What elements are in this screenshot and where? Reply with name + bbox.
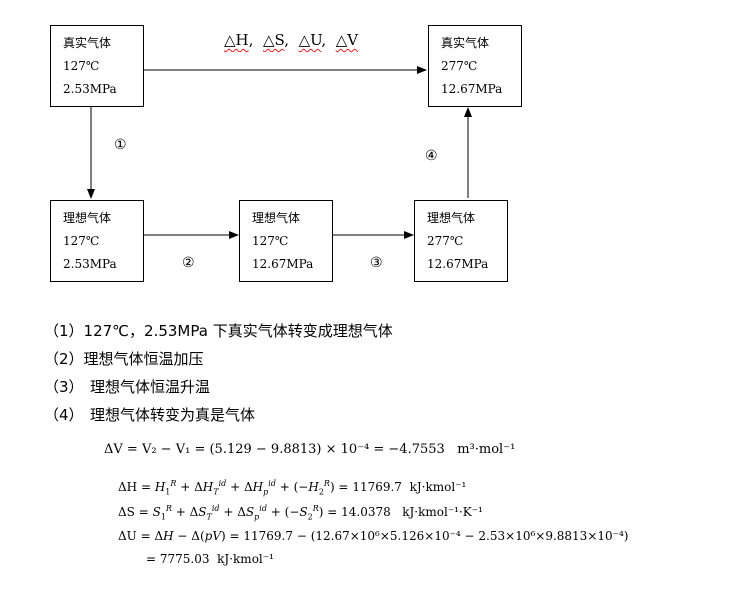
box-label: 真实气体 [441,36,490,50]
step-text: 理想气体恒温加压 [83,350,204,368]
eq-unit: kJ·kmol⁻¹ [409,480,467,494]
box-label: 理想气体 [63,211,112,225]
eq-result: 7775.03 [159,552,210,566]
box-temperature: 127℃ [63,59,100,73]
label-delta-v: △V [335,31,359,49]
step-text: 127℃，2.53MPa 下真实气体转变成理想气体 [83,322,393,340]
box-temperature: 127℃ [252,234,289,248]
eq-result: 14.0378 [341,505,391,519]
eq-h-value: 11769.7 [243,529,293,543]
equation-delta-s: ΔS = S1R + ΔSTid + ΔSpid + (−S2R) = 14.0… [118,504,483,522]
label-sep: , [284,31,290,49]
step-number: （4） [44,406,84,424]
step-marker-1: ① [114,137,127,153]
step-number: （3） [44,378,84,396]
step-marker-3: ③ [370,255,383,271]
box-pressure: 12.67MPa [441,82,503,96]
step-description-2: （2）理想气体恒温加压 [44,348,204,369]
eq-unit: m³·mol⁻¹ [457,442,516,457]
equation-delta-u-result: = 7775.03 kJ·kmol⁻¹ [146,552,274,566]
box-real-gas-end: 真实气体 277℃ 12.67MPa [428,25,522,107]
eq-expr: (12.67×10⁶×5.126×10⁻⁴ − 2.53×10⁶×9.8813×… [310,529,629,543]
box-temperature: 277℃ [427,234,464,248]
box-temperature: 127℃ [63,234,100,248]
eq-mid: V₂ − V₁ [141,442,191,457]
box-ideal-gas-2: 理想气体 127℃ 12.67MPa [239,200,333,282]
box-pressure: 12.67MPa [427,257,489,271]
box-ideal-gas-1: 理想气体 127℃ 2.53MPa [50,200,144,282]
box-temperature: 277℃ [441,59,478,73]
step-marker-4: ④ [425,148,438,164]
step-text: 理想气体转变为真是气体 [90,406,256,424]
box-pressure: 2.53MPa [63,82,117,96]
step-description-1: （1）127℃，2.53MPa 下真实气体转变成理想气体 [44,320,393,341]
eq-value: (5.129 − 9.8813) × 10⁻⁴ = −4.7553 [209,442,445,457]
step-marker-2: ② [182,255,195,271]
eq-unit: kJ·kmol⁻¹ [217,552,274,566]
label-delta-u: △U [298,31,322,49]
step-description-4: （4） 理想气体转变为真是气体 [44,404,255,425]
equation-delta-u: ΔU = ΔH − Δ(pV) = 11769.7 − (12.67×10⁶×5… [118,529,629,543]
label-delta-s: △S [262,31,285,49]
box-ideal-gas-3: 理想气体 277℃ 12.67MPa [414,200,508,282]
equation-delta-v: ΔV = V₂ − V₁ = (5.129 − 9.8813) × 10⁻⁴ =… [104,442,516,457]
label-sep: , [248,31,254,49]
step-number: （2） [44,350,84,368]
box-pressure: 12.67MPa [252,257,314,271]
box-real-gas-start: 真实气体 127℃ 2.53MPa [50,25,144,107]
box-label: 真实气体 [63,36,112,50]
equation-delta-h: ΔH = H1R + ΔHTid + ΔHpid + (−H2R) = 1176… [118,479,467,497]
eq-result: 11769.7 [352,480,402,494]
top-arrow-label: △H, △S, △U, △V [224,31,358,49]
box-label: 理想气体 [427,211,476,225]
eq-lhs: ΔV [104,442,123,457]
step-text: 理想气体恒温升温 [90,378,211,396]
step-number: （1） [44,322,84,340]
box-label: 理想气体 [252,211,301,225]
box-pressure: 2.53MPa [63,257,117,271]
eq-unit: kJ·kmol⁻¹·K⁻¹ [402,505,483,519]
label-delta-h: △H [224,31,249,49]
label-sep: , [321,31,327,49]
step-description-3: （3） 理想气体恒温升温 [44,376,210,397]
